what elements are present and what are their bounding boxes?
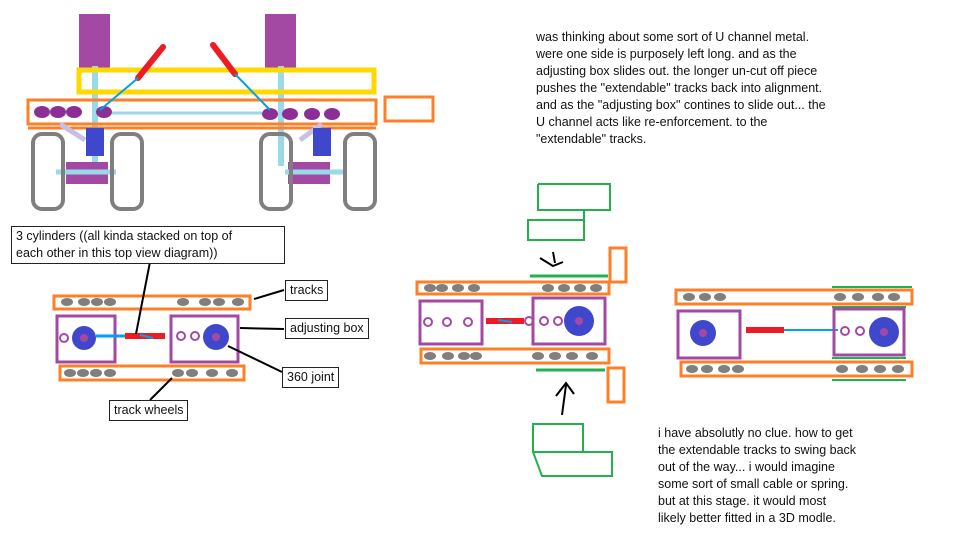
- joint-ring-b: [190, 331, 200, 341]
- right-lavender-strut: [298, 121, 324, 143]
- middle-view: [415, 183, 628, 477]
- swing-back-note: i have absolutly no clue. how to get the…: [658, 426, 857, 525]
- pointer-cylinders: [135, 261, 151, 335]
- pointer-joint: [227, 345, 283, 373]
- right-wheels: [683, 293, 904, 373]
- right-lower-track: [679, 360, 914, 378]
- mid-upper-extension: [608, 246, 628, 284]
- mid-ring-6: [553, 316, 563, 326]
- left-blue-link: [99, 77, 139, 111]
- fixed-joint-ring: [59, 333, 69, 343]
- right-track-loop-b: [343, 132, 377, 211]
- upper-track-beam: [26, 98, 378, 126]
- u-channel-note: was thinking about some sort of U channe…: [536, 30, 826, 146]
- right-fixed-box: [676, 309, 742, 360]
- right-blue-link: [234, 73, 271, 111]
- fixed-box: [55, 314, 117, 364]
- right-joint-inner: [880, 328, 888, 336]
- side-view: [26, 14, 435, 211]
- right-post: [278, 66, 284, 166]
- mid-lower-extension: [606, 366, 626, 404]
- left-red-cylinder: [135, 44, 166, 81]
- mid-upper-track: [415, 280, 611, 296]
- mid-joint-inner: [575, 317, 583, 325]
- right-upper-track: [674, 288, 914, 306]
- left-post: [92, 66, 98, 166]
- left-lavender-strut: [58, 121, 87, 143]
- up-arrow-icon: [555, 381, 575, 416]
- upper-u-channel: [527, 183, 611, 241]
- cylinders-label: 3 cylinders ((all kinda stacked on top o…: [11, 226, 285, 264]
- mid-ring-4: [524, 316, 534, 326]
- down-arrow-icon: [539, 251, 564, 268]
- mid-ring-2: [442, 317, 452, 327]
- mid-ring-1: [423, 317, 433, 327]
- fixed-joint-inner: [80, 334, 88, 342]
- track-wheels-label: track wheels: [109, 400, 189, 421]
- right-wheel-row: [262, 108, 340, 120]
- left-track-loop-b: [110, 132, 144, 211]
- mid-ring-3: [463, 317, 473, 327]
- right-track-loop-a: [259, 132, 293, 211]
- mid-fixed-box: [418, 299, 484, 346]
- pointer-adjusting-box: [239, 327, 285, 330]
- pointer-track-wheels: [149, 377, 173, 401]
- joint-ring-a: [176, 331, 186, 341]
- extension-beam: [383, 95, 435, 123]
- adjusting-box: [169, 314, 240, 364]
- left-wheel-row: [34, 106, 112, 118]
- upper-track-wheels: [61, 298, 244, 306]
- blue-dash: [139, 334, 154, 339]
- lower-track-wheels: [64, 369, 238, 377]
- left-cylinder-tower: [79, 14, 110, 68]
- mid-lower-track: [419, 347, 611, 365]
- mid-ring-5: [539, 316, 549, 326]
- upper-track: [52, 294, 252, 311]
- top-view-labeled: [52, 261, 285, 401]
- adjusting-box-label: adjusting box: [285, 318, 369, 339]
- right-adjusting-box: [832, 307, 906, 357]
- right-ring-2: [855, 326, 865, 336]
- right-view: [674, 286, 914, 381]
- left-track-loop-a: [31, 132, 65, 211]
- mid-blue-dash: [497, 319, 513, 323]
- yellow-frame: [76, 67, 377, 95]
- right-joint-block: [313, 128, 331, 156]
- right-fixed-joint-inner: [699, 329, 707, 337]
- mid-wheels: [424, 284, 602, 360]
- 360-joint-label: 360 joint: [282, 367, 340, 388]
- lower-track: [58, 364, 246, 382]
- pointer-tracks: [253, 289, 285, 300]
- tracks-label: tracks: [285, 280, 329, 301]
- lower-u-channel: [532, 423, 613, 477]
- right-ring-1: [840, 326, 850, 336]
- right-red-cylinder: [210, 42, 238, 77]
- right-cylinder-tower: [265, 14, 296, 68]
- 360-joint-inner: [212, 333, 220, 341]
- left-joint-block: [86, 128, 104, 156]
